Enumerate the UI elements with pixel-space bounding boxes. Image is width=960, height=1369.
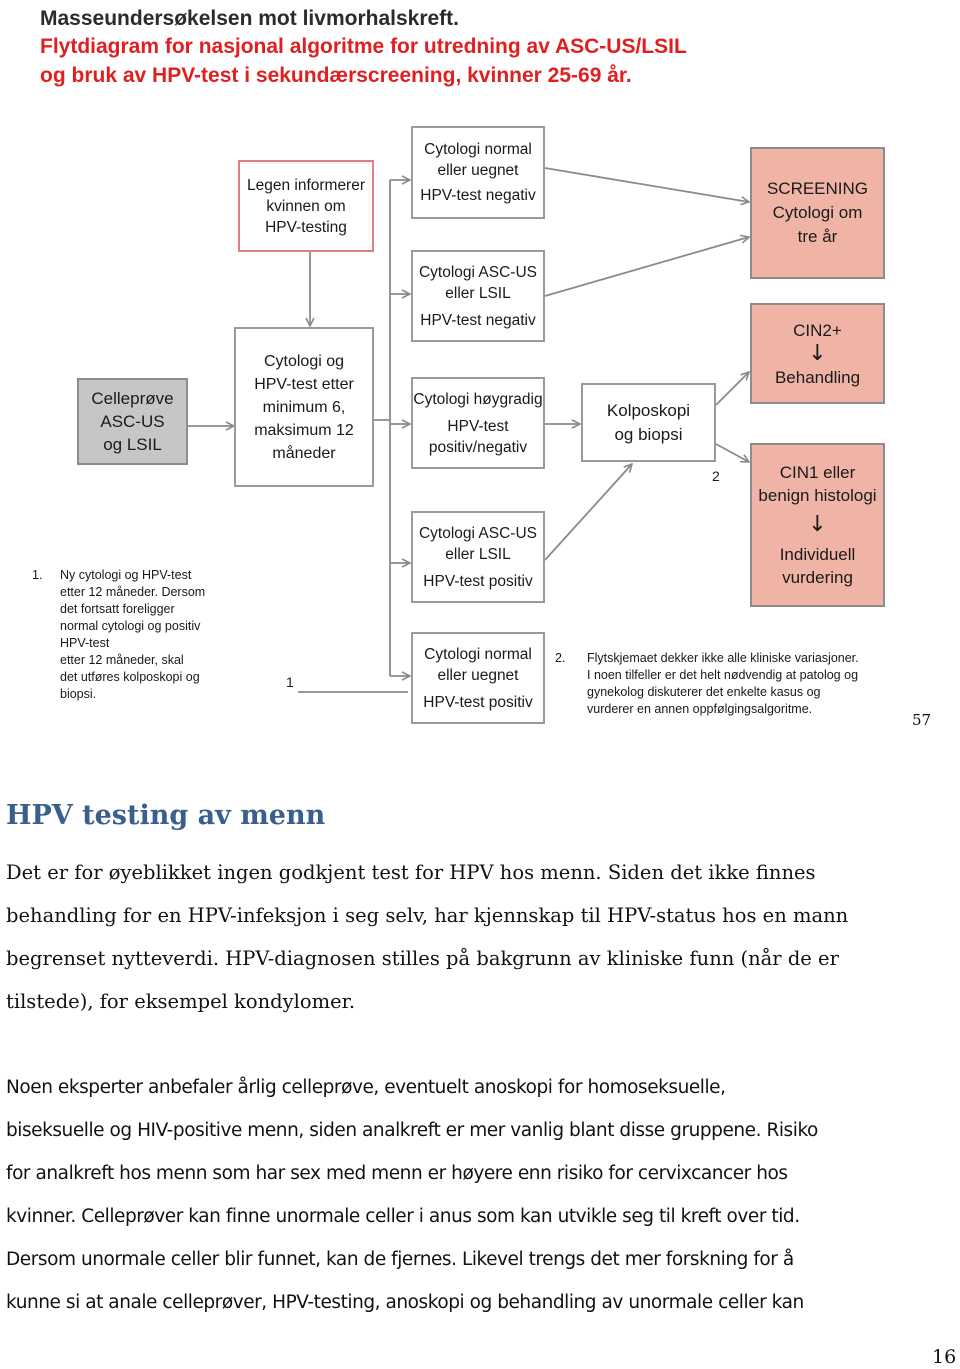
screening-line: tre år <box>797 227 838 246</box>
page-number-16: 16 <box>932 1346 957 1368</box>
followup-box-cytologi-hpv: Cytologi og HPV-test etter minimum 6, ma… <box>234 327 374 487</box>
paragraph-1: Det er for øyeblikket ingen godkjent tes… <box>6 851 848 1023</box>
outcome-1-line: HPV-test negativ <box>420 187 536 204</box>
note-1-line: det utføres kolposkopi og <box>60 670 200 684</box>
note-1-line: Ny cytologi og HPV-test <box>60 568 192 582</box>
outcome-box-ascus-negativ: Cytologi ASC-US eller LSIL HPV-test nega… <box>411 250 545 342</box>
header-title: Masseundersøkelsen mot livmorhalskreft. <box>40 7 459 30</box>
outcome-5-line: Cytologi normal <box>424 645 532 663</box>
flowchart-connectors <box>188 167 960 693</box>
paragraph-2-line: for analkreft hos menn som har sex med m… <box>6 1163 788 1184</box>
connector-outcome-4-kolposkopi <box>544 464 632 561</box>
outcome-5-line: eller uegnet <box>437 666 519 684</box>
note-2-line: vurderer en annen oppfølgingsalgoritme. <box>587 702 813 716</box>
outcome-2-line: eller LSIL <box>445 284 511 302</box>
paragraph-2-line: biseksuelle og HIV-positive menn, siden … <box>6 1120 818 1141</box>
paragraph-2-line: kvinner. Celleprøver kan finne unormale … <box>6 1206 800 1227</box>
outcome-4-line: Cytologi ASC-US <box>418 524 537 542</box>
outcome-5-line: HPV-test positiv <box>423 693 533 711</box>
section-heading: HPV testing av menn <box>6 800 326 831</box>
paragraph-2: Noen eksperter anbefaler årlig celleprøv… <box>6 1066 818 1324</box>
outcome-4-line: eller LSIL <box>445 545 511 563</box>
start-box-celleprove: Celleprøve ASC-US og LSIL <box>77 378 188 465</box>
outcome-2-line: HPV-test negativ <box>420 311 536 329</box>
note-2-line: gynekolog diskuterer det enkelte kasus o… <box>587 685 821 699</box>
screening-line: SCREENING <box>766 179 869 198</box>
note-1-marker: 1. <box>32 568 43 582</box>
header-subtitle-2: og bruk av HPV-test i sekundærscreening,… <box>40 64 632 87</box>
cin1-box: CIN1 eller benign histologi ↓ Individuel… <box>750 443 885 607</box>
note-1-line: biopsi. <box>60 687 97 701</box>
followup-box-line: minimum 6, <box>262 398 346 416</box>
connector-outcome-1-screening <box>544 167 749 202</box>
page-number-57: 57 <box>912 711 932 729</box>
paragraph-1-line: begrenset nytteverdi. HPV-diagnosen stil… <box>6 947 839 970</box>
kolposkopi-box: Kolposkopi og biopsi <box>581 383 716 462</box>
cin1-outcome: vurdering <box>782 568 853 587</box>
outcome-box-ascus-positiv: Cytologi ASC-US eller LSIL HPV-test posi… <box>411 511 545 603</box>
arrow-down-icon: ↓ <box>808 340 827 366</box>
info-box-line: Legen informerer <box>246 176 366 194</box>
outcome-box-normal-negativ: Cytologi normal eller uegnet HPV-test ne… <box>411 126 545 219</box>
paragraph-1-line: Det er for øyeblikket ingen godkjent tes… <box>6 861 816 884</box>
screening-line: Cytologi om <box>772 203 863 222</box>
note-2-marker: 2. <box>555 651 566 665</box>
note-1-line: HPV-test <box>60 636 110 650</box>
connector-outcome-2-screening <box>544 237 749 297</box>
outcome-box-hoygradig: Cytologi høygradig HPV-test positiv/nega… <box>411 377 545 469</box>
start-box-line: Celleprøve <box>91 389 174 408</box>
note-1-text: Ny cytologi og HPV-test etter 12 måneder… <box>60 567 205 703</box>
info-box-line: HPV-testing <box>265 218 347 236</box>
outcome-1-line: Cytologi normal <box>424 141 532 158</box>
note-1-line: det fortsatt foreligger <box>60 602 175 616</box>
arrow-down-icon: ↓ <box>808 512 827 537</box>
note-2-text: Flytskjemaet dekker ikke alle kliniske v… <box>587 650 859 718</box>
paragraph-2-line: Dersom unormale celler blir funnet, kan … <box>6 1249 794 1270</box>
followup-box-line: maksimum 12 <box>254 421 354 439</box>
connector-label-2: 2 <box>712 468 720 484</box>
outcome-1-line: eller uegnet <box>437 162 519 179</box>
outcome-4-line: HPV-test positiv <box>423 572 533 590</box>
note-1-line: etter 12 måneder, skal <box>60 653 184 667</box>
info-box-legen-informerer: Legen informerer kvinnen om HPV-testing <box>238 160 374 252</box>
followup-box-line: HPV-test etter <box>254 375 354 393</box>
connector-kolposkopi-cin1 <box>715 443 749 462</box>
note-1-line: normal cytologi og positiv <box>60 619 201 633</box>
note-2-line: Flytskjemaet dekker ikke alle kliniske v… <box>587 651 859 665</box>
start-box-line: ASC-US <box>100 412 165 431</box>
cin2-treatment: Behandling <box>774 367 861 387</box>
info-box-line: kvinnen om <box>266 197 346 215</box>
cin2-label: CIN2+ <box>793 320 842 340</box>
cin1-label: benign histologi <box>758 486 877 505</box>
kolposkopi-line: Kolposkopi <box>606 400 691 420</box>
paragraph-1-line: behandling for en HPV-infeksjon i seg se… <box>6 904 849 927</box>
connector-kolposkopi-cin2 <box>715 372 749 406</box>
paragraph-2-line: kunne si at anale celleprøver, HPV-testi… <box>6 1292 804 1313</box>
outcome-3-line: HPV-test <box>447 417 509 435</box>
kolposkopi-line: og biopsi <box>614 424 683 444</box>
outcome-box-normal-positiv: Cytologi normal eller uegnet HPV-test po… <box>411 632 545 724</box>
paragraph-2-line: Noen eksperter anbefaler årlig celleprøv… <box>6 1077 726 1098</box>
followup-box-line: Cytologi og <box>263 352 345 370</box>
connector-label-1: 1 <box>286 674 294 690</box>
note-2-line: I noen tilfeller er det helt nødvendig a… <box>587 668 859 682</box>
cin1-outcome: Individuell <box>779 545 856 564</box>
paragraph-1-line: tilstede), for eksempel kondylomer. <box>6 990 356 1013</box>
cin2-box: CIN2+ ↓ Behandling <box>750 303 885 404</box>
note-1-line: etter 12 måneder. Dersom <box>60 585 206 599</box>
header-subtitle-1: Flytdiagram for nasjonal algoritme for u… <box>40 35 687 58</box>
outcome-3-line: Cytologi høygradig <box>413 390 543 408</box>
start-box-line: og LSIL <box>103 435 162 454</box>
cin1-label: CIN1 eller <box>779 463 856 482</box>
outcome-2-line: Cytologi ASC-US <box>418 263 537 281</box>
screening-box: SCREENING Cytologi om tre år <box>750 147 885 279</box>
outcome-3-line: positiv/negativ <box>428 438 528 456</box>
followup-box-line: måneder <box>272 444 336 462</box>
